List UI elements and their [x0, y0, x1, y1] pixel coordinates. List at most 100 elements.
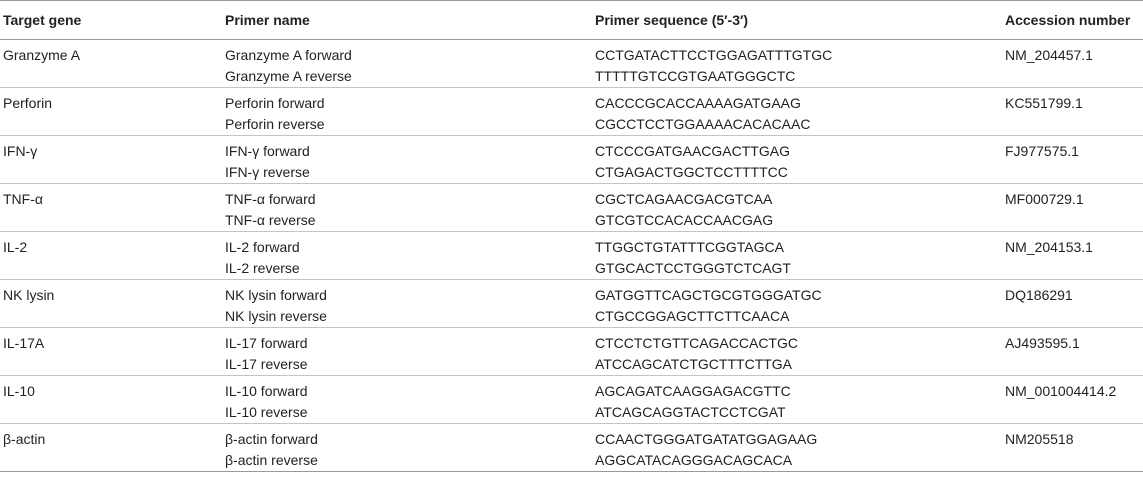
- forward-primer-sequence: TTGGCTGTATTTCGGTAGCA: [595, 239, 784, 255]
- primer-table: Target gene Primer name Primer sequence …: [0, 0, 1143, 472]
- primer-sequence-cell: CGCTCAGAACGACGTCAA GTCGTCCACACCAACGAG: [592, 183, 1002, 232]
- gene-name: IL-10: [3, 383, 35, 399]
- header-target-gene: Target gene: [0, 0, 222, 40]
- accession-number: MF000729.1: [1005, 191, 1084, 207]
- gene-cell: IL-2: [0, 231, 222, 280]
- accession-cell: NM_204153.1: [1002, 231, 1143, 280]
- forward-primer-sequence: CCTGATACTTCCTGGAGATTTGTGC: [595, 47, 833, 63]
- reverse-primer-name: β-actin reverse: [225, 452, 318, 468]
- forward-primer-name: TNF-α forward: [225, 191, 316, 207]
- forward-primer-name: IL-17 forward: [225, 335, 308, 351]
- reverse-primer-name: Perforin reverse: [225, 116, 325, 132]
- accession-number: DQ186291: [1005, 287, 1073, 303]
- forward-primer-sequence: GATGGTTCAGCTGCGTGGGATGC: [595, 287, 822, 303]
- gene-name: IFN-γ: [3, 143, 38, 159]
- gene-name: IL-17A: [3, 335, 45, 351]
- forward-primer-name: IL-10 forward: [225, 383, 308, 399]
- reverse-primer-sequence: TTTTTGTCCGTGAATGGGCTC: [595, 68, 796, 84]
- gene-cell: IL-10: [0, 375, 222, 424]
- gene-name: β-actin: [3, 431, 46, 447]
- accession-cell: KC551799.1: [1002, 87, 1143, 136]
- reverse-primer-name: IL-17 reverse: [225, 356, 308, 372]
- reverse-primer-sequence: ATCCAGCATCTGCTTTCTTGA: [595, 356, 793, 372]
- accession-number: NM205518: [1005, 431, 1074, 447]
- accession-number: NM_204153.1: [1005, 239, 1093, 255]
- forward-primer-name: IL-2 forward: [225, 239, 300, 255]
- reverse-primer-name: TNF-α reverse: [225, 212, 316, 228]
- primer-sequence-cell: CACCCGCACCAAAAGATGAAG CGCCTCCTGGAAAACACAC…: [592, 87, 1002, 136]
- reverse-primer-name: IL-10 reverse: [225, 404, 308, 420]
- header-primer-name: Primer name: [222, 0, 592, 40]
- reverse-primer-sequence: CGCCTCCTGGAAAACACACAAC: [595, 116, 811, 132]
- accession-cell: FJ977575.1: [1002, 135, 1143, 184]
- forward-primer-sequence: CTCCTCTGTTCAGACCACTGC: [595, 335, 798, 351]
- reverse-primer-sequence: GTCGTCCACACCAACGAG: [595, 212, 774, 228]
- gene-cell: IL-17A: [0, 327, 222, 376]
- table-row: NK lysin NK lysin forward NK lysin reverse…: [0, 279, 1143, 328]
- gene-name: Perforin: [3, 95, 53, 111]
- gene-cell: Granzyme A: [0, 39, 222, 88]
- gene-name: IL-2: [3, 239, 28, 255]
- primer-name-cell: NK lysin forward NK lysin reverse: [222, 279, 592, 328]
- accession-number: FJ977575.1: [1005, 143, 1079, 159]
- reverse-primer-name: IL-2 reverse: [225, 260, 300, 276]
- gene-name: TNF-α: [3, 191, 43, 207]
- primer-sequence-cell: CTCCCGATGAACGACTTGAG CTGAGACTGGCTCCTTTTCC: [592, 135, 1002, 184]
- forward-primer-name: Perforin forward: [225, 95, 325, 111]
- primer-sequence-cell: CCAACTGGGATGATATGGAGAAG AGGCATACAGGGACAGC…: [592, 423, 1002, 472]
- forward-primer-name: Granzyme A forward: [225, 47, 352, 63]
- primer-name-cell: β-actin forward β-actin reverse: [222, 423, 592, 472]
- reverse-primer-name: IFN-γ reverse: [225, 164, 310, 180]
- gene-cell: β-actin: [0, 423, 222, 472]
- table-header: Target gene Primer name Primer sequence …: [0, 0, 1143, 40]
- table-row: β-actin β-actin forward β-actin reverse CCA…: [0, 423, 1143, 472]
- reverse-primer-sequence: CTGCCGGAGCTTCTTCAACA: [595, 308, 790, 324]
- reverse-primer-sequence: GTGCACTCCTGGGTCTCAGT: [595, 260, 791, 276]
- gene-cell: IFN-γ: [0, 135, 222, 184]
- gene-cell: TNF-α: [0, 183, 222, 232]
- primer-sequence-cell: TTGGCTGTATTTCGGTAGCA GTGCACTCCTGGGTCTCAGT: [592, 231, 1002, 280]
- forward-primer-sequence: CCAACTGGGATGATATGGAGAAG: [595, 431, 818, 447]
- accession-number: NM_001004414.2: [1005, 383, 1117, 399]
- reverse-primer-sequence: CTGAGACTGGCTCCTTTTCC: [595, 164, 788, 180]
- accession-cell: MF000729.1: [1002, 183, 1143, 232]
- forward-primer-sequence: CACCCGCACCAAAAGATGAAG: [595, 95, 801, 111]
- gene-name: Granzyme A: [3, 47, 81, 63]
- forward-primer-name: IFN-γ forward: [225, 143, 310, 159]
- forward-primer-sequence: CTCCCGATGAACGACTTGAG: [595, 143, 790, 159]
- accession-cell: AJ493595.1: [1002, 327, 1143, 376]
- primer-sequence-cell: CCTGATACTTCCTGGAGATTTGTGC TTTTTGTCCGTGAAT…: [592, 39, 1002, 88]
- gene-name: NK lysin: [3, 287, 55, 303]
- accession-cell: DQ186291: [1002, 279, 1143, 328]
- gene-cell: NK lysin: [0, 279, 222, 328]
- header-row: Target gene Primer name Primer sequence …: [0, 0, 1143, 40]
- header-primer-sequence: Primer sequence (5′-3′): [592, 0, 1002, 40]
- accession-number: KC551799.1: [1005, 95, 1083, 111]
- forward-primer-name: NK lysin forward: [225, 287, 327, 303]
- reverse-primer-name: NK lysin reverse: [225, 308, 327, 324]
- accession-cell: NM_204457.1: [1002, 39, 1143, 88]
- gene-cell: Perforin: [0, 87, 222, 136]
- forward-primer-sequence: CGCTCAGAACGACGTCAA: [595, 191, 773, 207]
- accession-number: NM_204457.1: [1005, 47, 1093, 63]
- primer-sequence-cell: GATGGTTCAGCTGCGTGGGATGC CTGCCGGAGCTTCTTCA…: [592, 279, 1002, 328]
- accession-number: AJ493595.1: [1005, 335, 1080, 351]
- reverse-primer-sequence: AGGCATACAGGGACAGCACA: [595, 452, 793, 468]
- forward-primer-name: β-actin forward: [225, 431, 318, 447]
- reverse-primer-sequence: ATCAGCAGGTACTCCTCGAT: [595, 404, 786, 420]
- header-accession-number: Accession number: [1002, 0, 1143, 40]
